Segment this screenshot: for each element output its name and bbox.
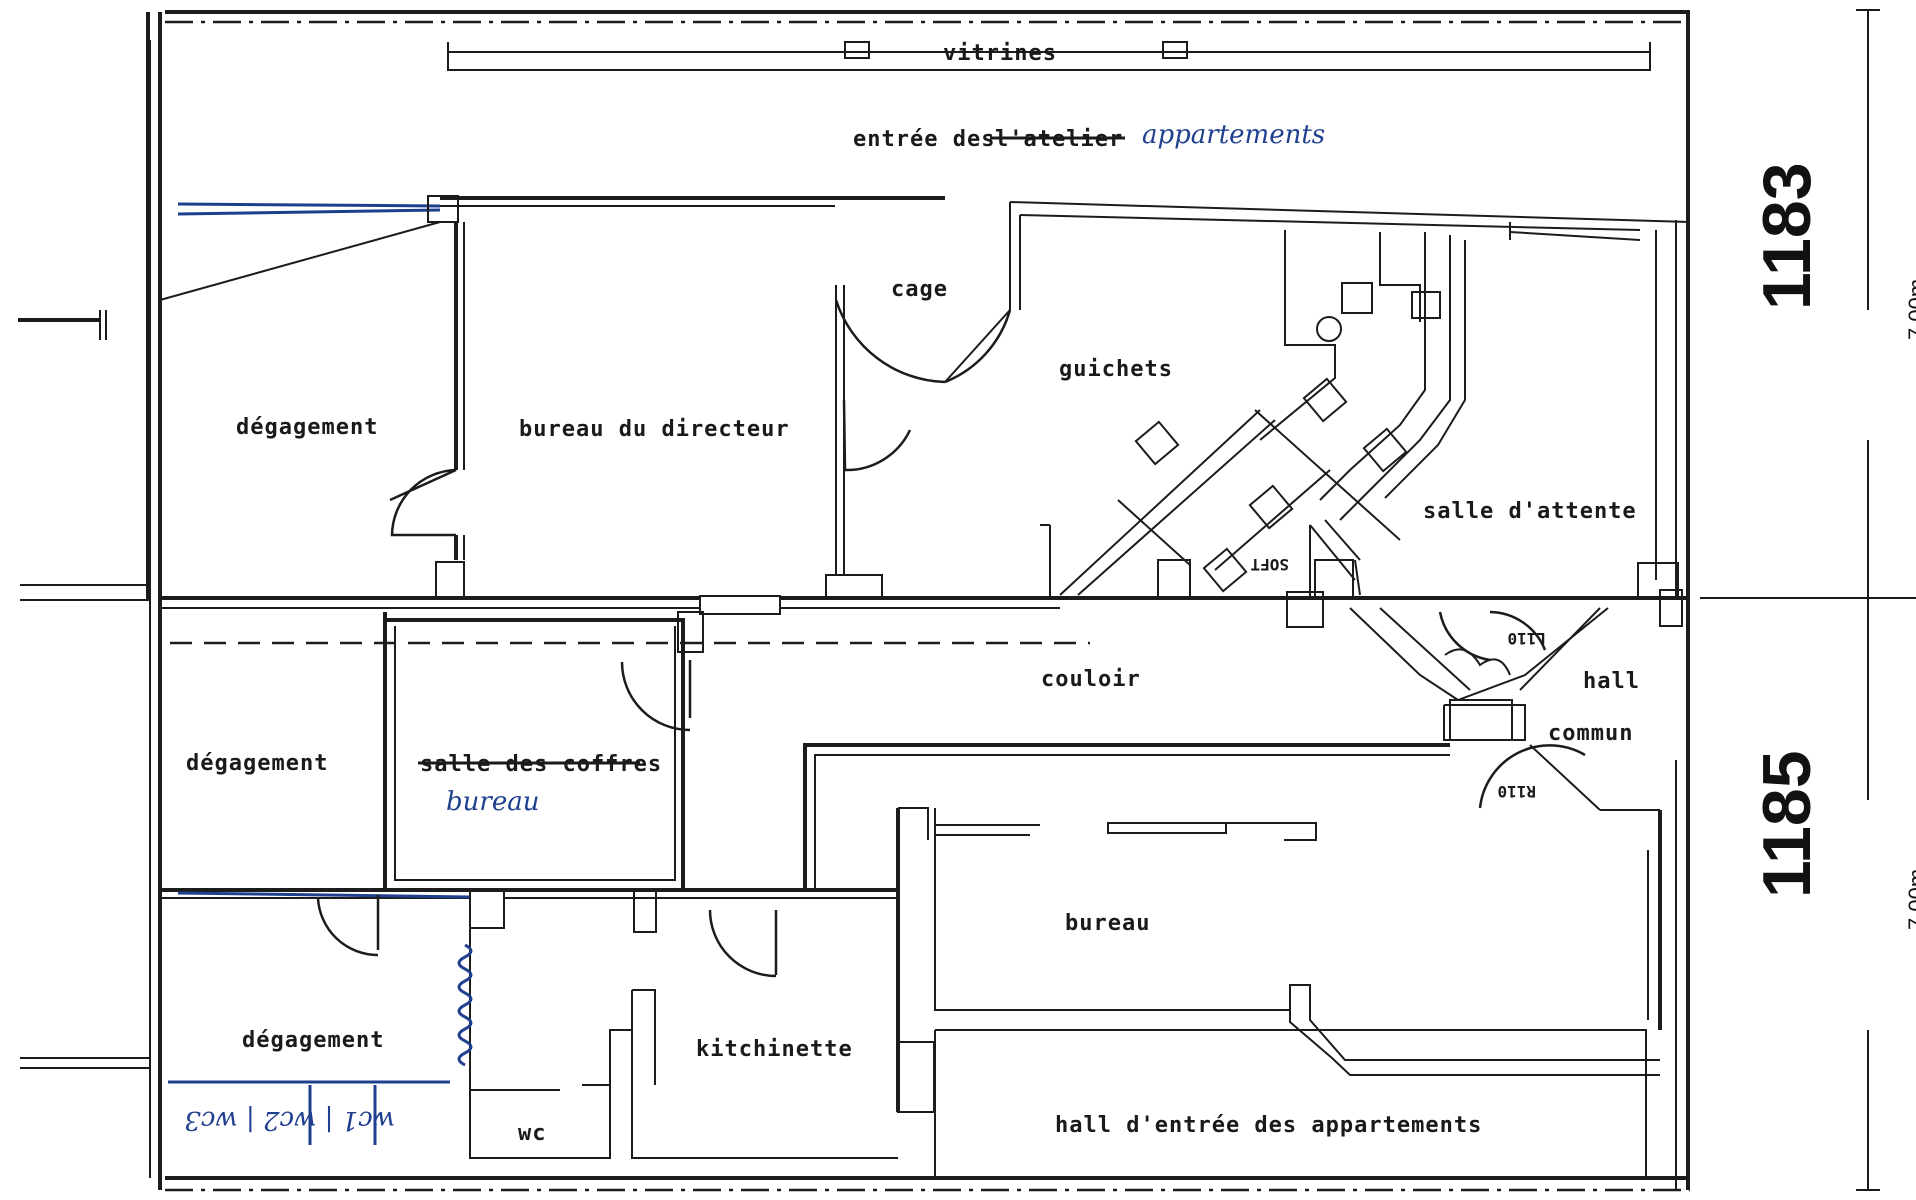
vitrines-label: vitrines bbox=[943, 41, 1057, 66]
upper-code-label: 1183 bbox=[1749, 162, 1825, 310]
lower-width-label: 7.00m bbox=[1904, 869, 1916, 930]
entree-handwritten-label: appartements bbox=[1142, 120, 1325, 150]
degagement-2-label: dégagement bbox=[186, 751, 328, 776]
central-wall bbox=[160, 595, 1690, 645]
guichets-label: guichets bbox=[1059, 357, 1173, 382]
lower-code-label: 1185 bbox=[1749, 750, 1825, 898]
bureau-directeur-label: bureau du directeur bbox=[519, 417, 790, 442]
hall-commun-label-1: hall bbox=[1583, 669, 1640, 694]
wc-handwritten-annotation: wc1 | wc2 | wc3 bbox=[168, 1080, 450, 1145]
left-margin-marks bbox=[18, 40, 151, 1178]
salle-attente-label: salle d'attente bbox=[1423, 499, 1637, 524]
degagement-3-label: dégagement bbox=[242, 1028, 384, 1053]
wc-handwritten-label: wc1 | wc2 | wc3 bbox=[184, 1105, 395, 1135]
kitchinette-label: kitchinette bbox=[696, 1037, 853, 1062]
soft-label: SOFT bbox=[1250, 555, 1289, 574]
l110-label: L110 bbox=[1507, 629, 1546, 648]
hall-commun-label-2: commun bbox=[1548, 721, 1633, 746]
cage-label: cage bbox=[891, 277, 948, 302]
dimension-lines bbox=[1700, 9, 1916, 1191]
middle-walls bbox=[383, 607, 1660, 1178]
entree-label: entrée des bbox=[853, 127, 995, 152]
couloir-label: couloir bbox=[1041, 667, 1141, 692]
r110-label: R110 bbox=[1497, 782, 1536, 801]
upper-doors bbox=[389, 299, 1012, 537]
wc-label: wc bbox=[518, 1121, 547, 1146]
bureau-label: bureau bbox=[1065, 911, 1150, 936]
exterior-lines bbox=[146, 10, 1690, 1192]
vitrines-strip bbox=[447, 41, 1651, 71]
hall-entree-label: hall d'entrée des appartements bbox=[1055, 1113, 1482, 1138]
upper-walls bbox=[159, 195, 1691, 628]
lower-walls bbox=[160, 660, 935, 1159]
degagement-1-label: dégagement bbox=[236, 415, 378, 440]
salle-coffres-handwritten-label: bureau bbox=[446, 787, 539, 817]
upper-width-label: 7.00m bbox=[1904, 279, 1916, 340]
